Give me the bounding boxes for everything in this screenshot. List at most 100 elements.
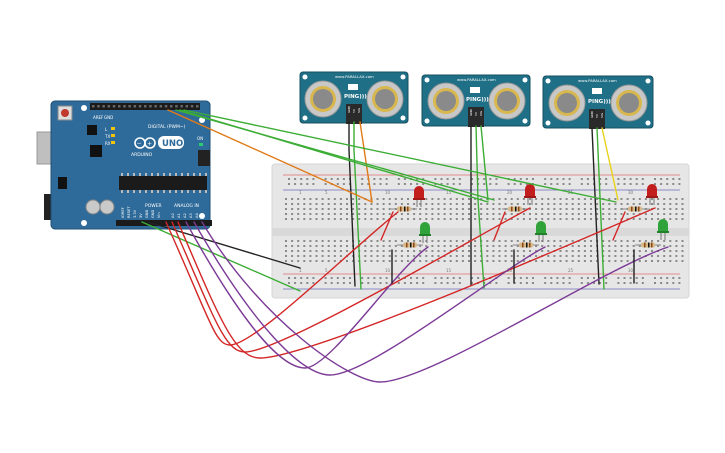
ping-sensor-2[interactable]: www.PARALLAX.com PING))) GND 5V SIG xyxy=(421,74,531,127)
gnd-label: GND xyxy=(104,115,113,120)
led-red-2[interactable] xyxy=(524,184,536,205)
bottom-header xyxy=(116,220,212,226)
power-label: POWER xyxy=(145,203,162,209)
usb-chip-2 xyxy=(90,145,102,157)
digital-pins xyxy=(92,105,199,108)
sensor-pin-header xyxy=(589,109,605,129)
wire-green xyxy=(596,127,605,290)
sensor-label: PING))) xyxy=(344,94,367,100)
svg-text:5V: 5V xyxy=(474,111,478,116)
col-number: 5 xyxy=(325,190,328,195)
col-number: 15 xyxy=(446,190,452,195)
svg-text:−: − xyxy=(137,140,142,147)
led-red-3[interactable] xyxy=(646,184,658,205)
svg-text:GND: GND xyxy=(469,108,473,116)
tx-led-label: TX xyxy=(104,134,110,139)
resistor xyxy=(397,242,423,248)
arduino-uno-board[interactable]: DIGITAL (PWM~) AREF GND L TX RX − + UNO … xyxy=(36,100,212,230)
uno-badge xyxy=(158,136,184,149)
wire-orange xyxy=(167,109,373,203)
svg-text:A3: A3 xyxy=(189,213,193,218)
col-number: 30 xyxy=(628,268,634,273)
wire-green xyxy=(179,109,489,203)
resistor xyxy=(622,206,650,212)
svg-text:GND: GND xyxy=(151,210,155,218)
resistor xyxy=(391,206,417,212)
resistor xyxy=(513,242,539,248)
l-led-label: L xyxy=(105,127,108,132)
wire-red xyxy=(177,207,656,359)
wire-purple xyxy=(193,221,546,376)
svg-text:A2: A2 xyxy=(183,213,187,218)
wire-black xyxy=(348,121,356,287)
col-number: 1 xyxy=(299,190,302,195)
wire-green xyxy=(141,221,301,292)
ping-sensor-3[interactable]: www.PARALLAX.com PING))) GND 5V SIG xyxy=(542,75,654,129)
reset-button-cap xyxy=(61,109,69,117)
chip-pins xyxy=(121,173,207,193)
ping-sensor-1[interactable]: www.PARALLAX.com PING))) GND 5V SIG xyxy=(299,71,409,124)
resistor xyxy=(502,206,528,212)
svg-text:A1: A1 xyxy=(177,213,181,218)
resistors xyxy=(391,206,661,248)
svg-text:A5: A5 xyxy=(201,213,205,218)
svg-text:5V: 5V xyxy=(139,213,143,218)
svg-text:+: + xyxy=(147,141,152,148)
wire-green xyxy=(475,125,485,289)
wire-black xyxy=(591,127,600,285)
svg-text:SIG: SIG xyxy=(357,107,361,113)
brand-label: ARDUINO xyxy=(131,152,153,158)
wire-red xyxy=(171,207,531,353)
sensor-label: PING))) xyxy=(466,97,489,103)
wire-green xyxy=(183,109,617,203)
svg-text:SIG: SIG xyxy=(479,110,483,116)
icsp-header xyxy=(198,150,210,166)
wire-red xyxy=(380,211,394,241)
atmega-chip xyxy=(119,176,207,190)
digital-label: DIGITAL (PWM~) xyxy=(148,124,186,130)
aref-label: AREF xyxy=(93,115,104,120)
sensor-site: www.PARALLAX.com xyxy=(457,77,496,82)
svg-text:GND: GND xyxy=(347,105,351,113)
wires xyxy=(141,109,669,383)
usb-chip xyxy=(87,125,97,135)
col-number: 1 xyxy=(299,268,302,273)
model-label: UNO xyxy=(162,139,183,149)
col-number: 25 xyxy=(568,268,574,273)
svg-text:RESET: RESET xyxy=(127,206,131,218)
svg-text:5V: 5V xyxy=(352,108,356,113)
col-number: 20 xyxy=(507,190,513,195)
wire-purple xyxy=(201,221,669,383)
svg-text:IOREF: IOREF xyxy=(121,207,125,218)
sensor-site: www.PARALLAX.com xyxy=(335,74,374,79)
led-red-1[interactable] xyxy=(413,186,425,207)
led-green-2[interactable] xyxy=(535,221,547,242)
svg-text:GND: GND xyxy=(590,110,594,118)
on-led-label: ON xyxy=(197,136,203,141)
resistor xyxy=(635,242,661,248)
col-number: 15 xyxy=(446,268,452,273)
sensor-label: PING))) xyxy=(588,99,611,105)
col-number: 20 xyxy=(507,268,513,273)
svg-text:A4: A4 xyxy=(195,213,199,218)
svg-text:A0: A0 xyxy=(171,213,175,218)
svg-text:SIG: SIG xyxy=(600,112,604,118)
power-pin-labels: IOREF RESET 3.3V 5V GND GND Vin xyxy=(121,206,161,218)
wire-orange xyxy=(359,121,373,203)
sensor-site: www.PARALLAX.com xyxy=(578,78,617,83)
wire-yellow xyxy=(601,127,619,201)
col-number: 10 xyxy=(385,190,391,195)
led-green-3[interactable] xyxy=(657,219,669,240)
wire-black xyxy=(147,221,301,269)
analog-pin-labels: A0 A1 A2 A3 A4 A5 xyxy=(171,213,205,218)
led-green-1[interactable] xyxy=(419,222,431,243)
rx-led-label: RX xyxy=(105,141,111,146)
wire-red xyxy=(493,211,506,241)
col-number: 10 xyxy=(385,268,391,273)
sensor-pin-header xyxy=(468,107,484,127)
svg-text:3.3V: 3.3V xyxy=(133,209,137,218)
capacitor xyxy=(85,199,101,215)
sensor-pin-header xyxy=(346,104,362,124)
capacitor xyxy=(99,199,115,215)
